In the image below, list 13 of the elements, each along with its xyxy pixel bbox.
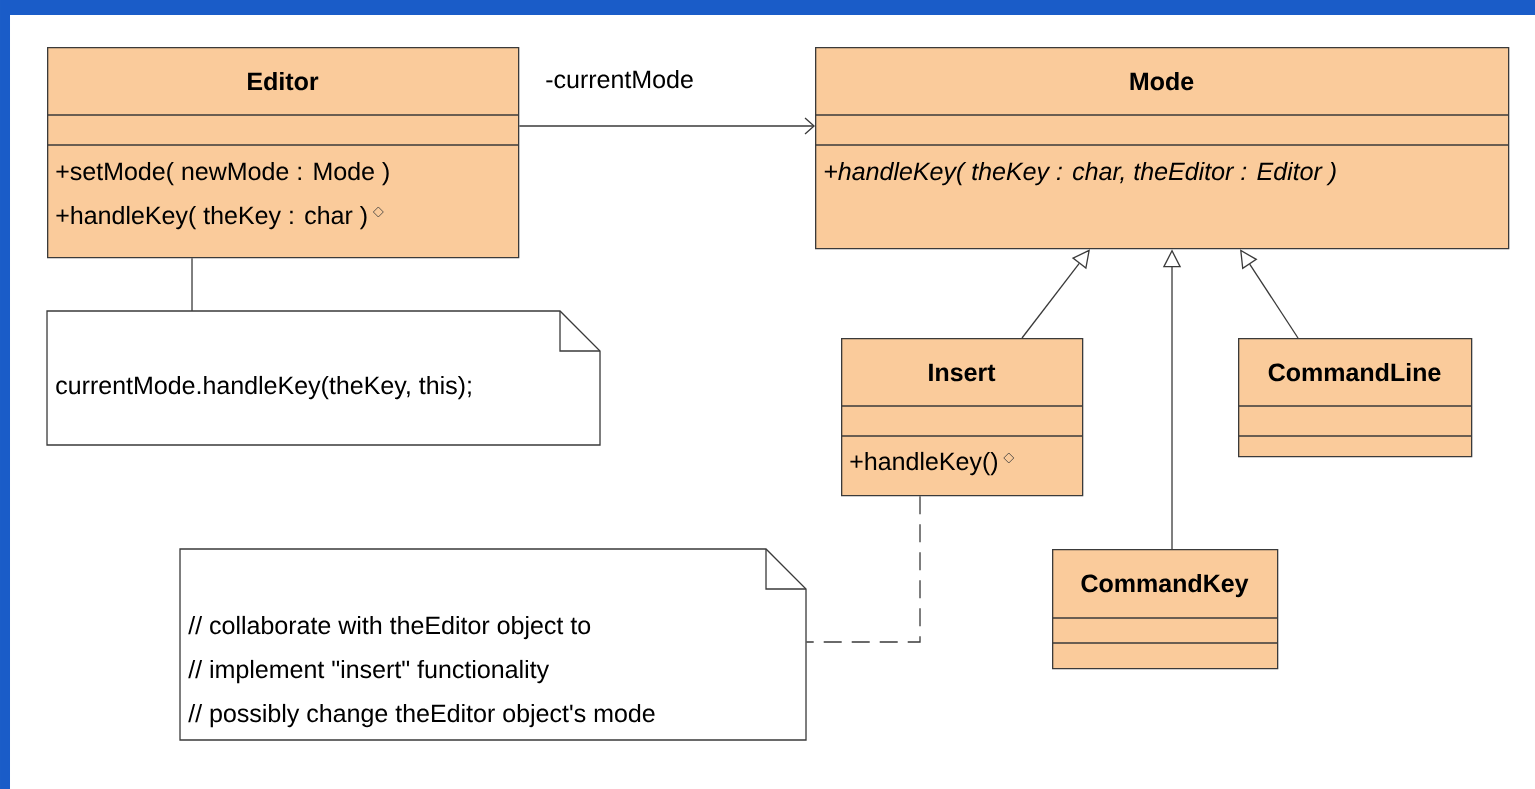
note: currentMode.handleKey(theKey, this); xyxy=(46,310,601,446)
edge-label: -currentMode xyxy=(543,67,696,91)
connector-line xyxy=(191,257,193,312)
class-box: Editor +setMode( newMode : Mode ) +handleKey( theKey : char ) xyxy=(46,47,520,259)
class-box: CommandLine xyxy=(1237,338,1473,458)
note: // collaborate with theEditor object to // implement "insert" functionality // possibly change theEditor object's mode xyxy=(179,548,807,741)
class-box: CommandKey xyxy=(1051,549,1279,670)
class-box: Mode +handleKey( theKey : char, theEditor : Editor ) xyxy=(814,47,1510,250)
class-box: Insert +handleKey() xyxy=(840,338,1084,497)
arrow xyxy=(1021,249,1090,339)
arrow xyxy=(1240,249,1299,339)
arrow xyxy=(518,117,815,135)
dashed-line xyxy=(805,495,921,643)
